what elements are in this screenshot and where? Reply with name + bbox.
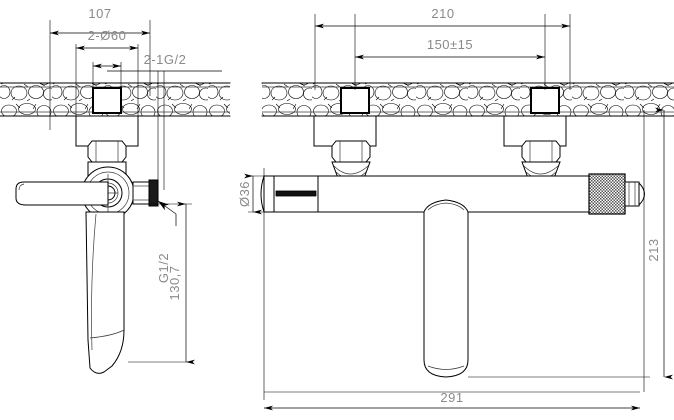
hex-nut-left <box>87 140 127 163</box>
wall-section-right <box>261 82 674 117</box>
dim-210: 210 <box>315 6 570 29</box>
dim-291: 291 <box>264 390 640 411</box>
dim-130-7: 130,7 <box>128 201 195 365</box>
side-view-group <box>0 20 231 374</box>
front-view-group <box>260 14 674 400</box>
wall-sleeve-right-1 <box>340 87 370 114</box>
dim-210-label: 210 <box>431 6 454 21</box>
dim-150-tol-label: 150±15 <box>427 37 473 52</box>
dim-2-1g2: 2-1G/2 <box>107 52 222 72</box>
dim-g12: G1/2 <box>156 200 177 283</box>
dim-2-dia60-label: 2-Ø60 <box>88 28 127 43</box>
wall-sleeve-left <box>92 87 122 114</box>
front-view-extension-lines <box>263 14 660 400</box>
hex-nut-right-1 <box>331 140 371 163</box>
dim-107: 107 <box>50 6 150 36</box>
dim-dia36-label: Ø36 <box>237 181 252 207</box>
mixer-body-right <box>260 173 645 215</box>
dim-213-label: 213 <box>646 238 661 261</box>
dim-2-1g2-label: 2-1G/2 <box>144 52 187 67</box>
cone-transition-right-2 <box>521 161 561 180</box>
dim-291-label: 291 <box>440 390 463 405</box>
dim-g12-label: G1/2 <box>156 253 171 283</box>
dim-213: 213 <box>646 107 673 380</box>
dim-2-dia60: 2-Ø60 <box>76 28 138 51</box>
dim-150-tol: 150±15 <box>355 37 545 60</box>
lever-handle-left[interactable] <box>15 181 109 206</box>
dim-107-label: 107 <box>88 6 111 21</box>
spout-right <box>423 199 469 378</box>
dim-dia36: Ø36 <box>237 173 276 215</box>
spout-left <box>85 211 125 374</box>
hex-nut-right-2 <box>521 140 561 163</box>
outlet-connector-left <box>132 179 159 207</box>
wall-sleeve-right-2 <box>530 87 560 114</box>
dim-130-7-label: 130,7 <box>167 265 182 300</box>
